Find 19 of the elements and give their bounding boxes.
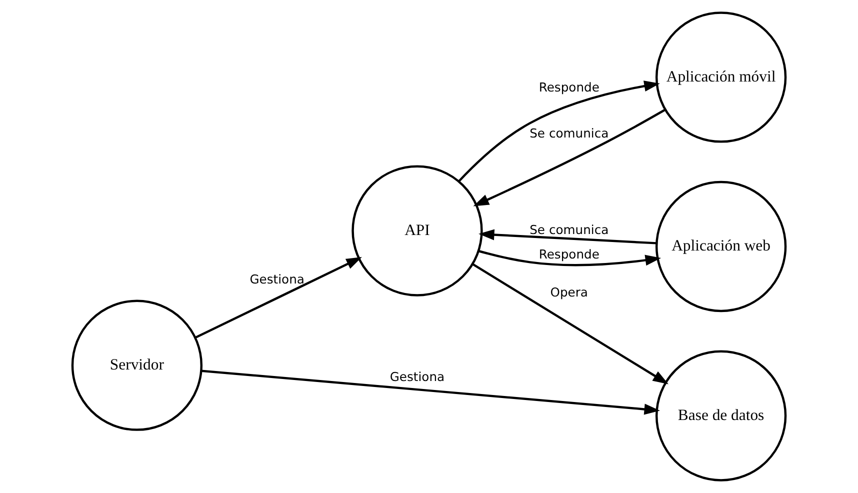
node-circle: Aplicación web	[655, 180, 787, 312]
edge-label: Gestiona	[390, 370, 445, 384]
node-circle: API	[352, 165, 483, 296]
edge-label: Gestiona	[250, 272, 304, 286]
node-circle: Base de datos	[655, 350, 787, 482]
node-circle: Aplicación móvil	[655, 12, 787, 143]
arrow	[478, 229, 656, 244]
arrow	[472, 263, 668, 384]
arrow	[194, 257, 362, 339]
edge-label: Se comunica	[530, 126, 609, 141]
edge-label: Opera	[550, 286, 588, 300]
arrow	[478, 250, 662, 266]
arrow	[201, 370, 660, 415]
edge-label: Responde	[538, 80, 600, 95]
edge-label: Se comunica	[530, 222, 609, 237]
node-circle: Servidor	[71, 300, 203, 431]
edge-label: Responde	[538, 248, 600, 262]
arrow	[458, 80, 660, 182]
arrow	[473, 108, 666, 206]
